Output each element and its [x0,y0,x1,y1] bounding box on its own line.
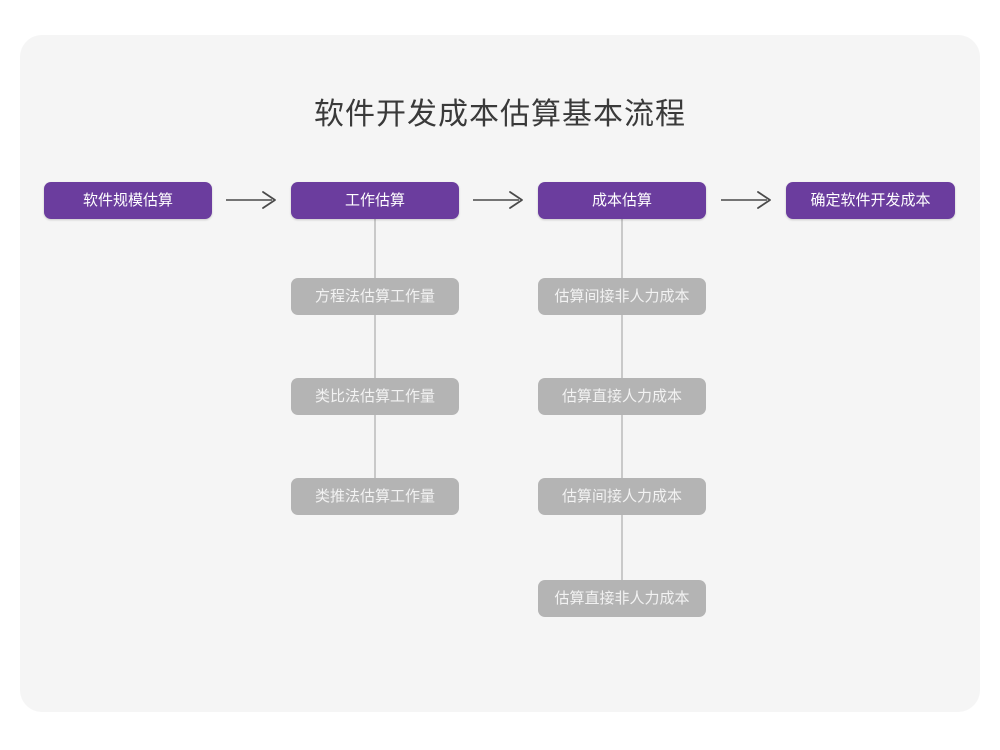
stage-box-1[interactable]: 软件规模估算 [44,182,212,219]
substep-box-stage2-2[interactable]: 类比法估算工作量 [291,378,459,415]
substep-box-stage3-1[interactable]: 估算间接非人力成本 [538,278,706,315]
substep-box-stage3-3[interactable]: 估算间接人力成本 [538,478,706,515]
connector-line-stage-2 [374,219,376,497]
stage-box-4[interactable]: 确定软件开发成本 [786,182,955,219]
arrow-right-icon-2 [472,189,526,211]
substep-box-stage2-1[interactable]: 方程法估算工作量 [291,278,459,315]
arrow-right-icon-3 [720,189,774,211]
substep-box-stage3-2[interactable]: 估算直接人力成本 [538,378,706,415]
diagram-card [20,35,980,712]
substep-box-stage3-4[interactable]: 估算直接非人力成本 [538,580,706,617]
page-title: 软件开发成本估算基本流程 [314,98,686,131]
stage-box-2[interactable]: 工作估算 [291,182,459,219]
substep-box-stage2-3[interactable]: 类推法估算工作量 [291,478,459,515]
stage-box-3[interactable]: 成本估算 [538,182,706,219]
arrow-right-icon-1 [225,189,279,211]
